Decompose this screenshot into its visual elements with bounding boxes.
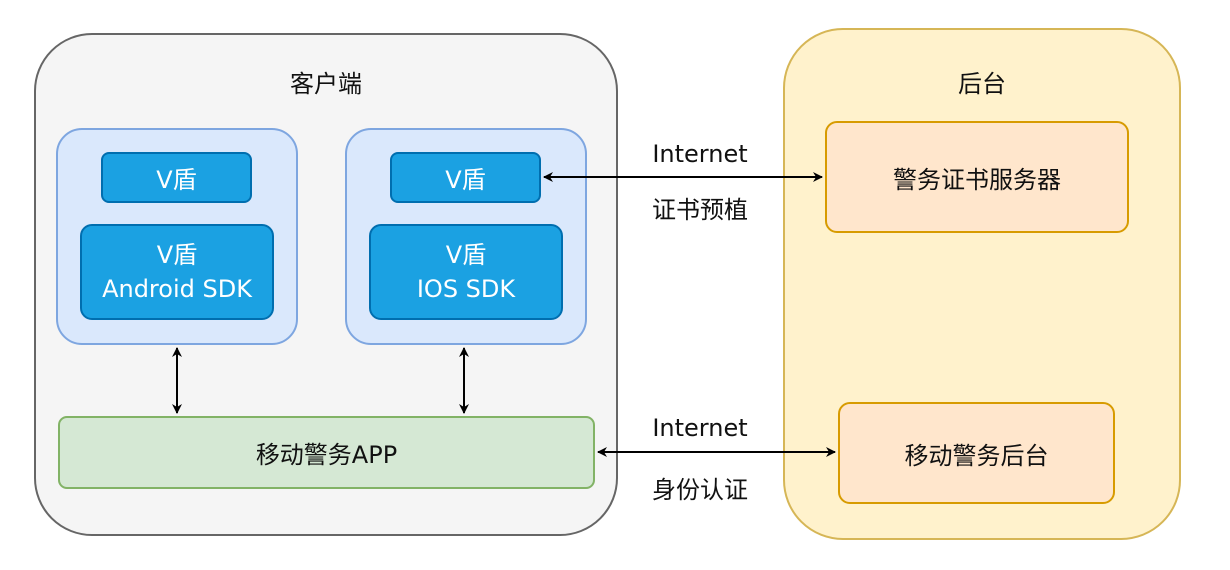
- bottom-link-label-line2: 身份认证: [652, 476, 748, 504]
- mobile-police-app-box: 移动警务APP: [58, 416, 595, 489]
- android-v-shield-box: V盾: [101, 152, 252, 203]
- bottom-link-label-line1: Internet: [652, 414, 748, 442]
- android-sdk-box: V盾 Android SDK: [80, 224, 274, 320]
- mobile-backend-label: 移动警务后台: [904, 441, 1049, 470]
- backend-title: 后台: [958, 70, 1006, 98]
- android-sdk-label-line2: Android SDK: [102, 275, 252, 303]
- mobile-police-app-label: 移动警务APP: [255, 441, 398, 469]
- ios-sdk-label-line2: IOS SDK: [416, 275, 516, 303]
- ios-sdk-box: V盾 IOS SDK: [369, 224, 563, 320]
- top-link-label-line1: Internet: [652, 140, 748, 168]
- cert-server-box: 警务证书服务器: [825, 121, 1129, 233]
- client-title: 客户端: [290, 70, 362, 98]
- cert-server-label: 警务证书服务器: [893, 165, 1061, 194]
- top-link-label-line2: 证书预植: [652, 196, 748, 224]
- ios-v-shield-box: V盾: [390, 152, 541, 203]
- android-v-shield-label: V盾: [156, 166, 197, 194]
- ios-sdk-label-line1: V盾: [445, 241, 487, 269]
- mobile-backend-box: 移动警务后台: [838, 402, 1115, 504]
- ios-v-shield-label: V盾: [445, 166, 486, 194]
- android-sdk-label-line1: V盾: [156, 241, 198, 269]
